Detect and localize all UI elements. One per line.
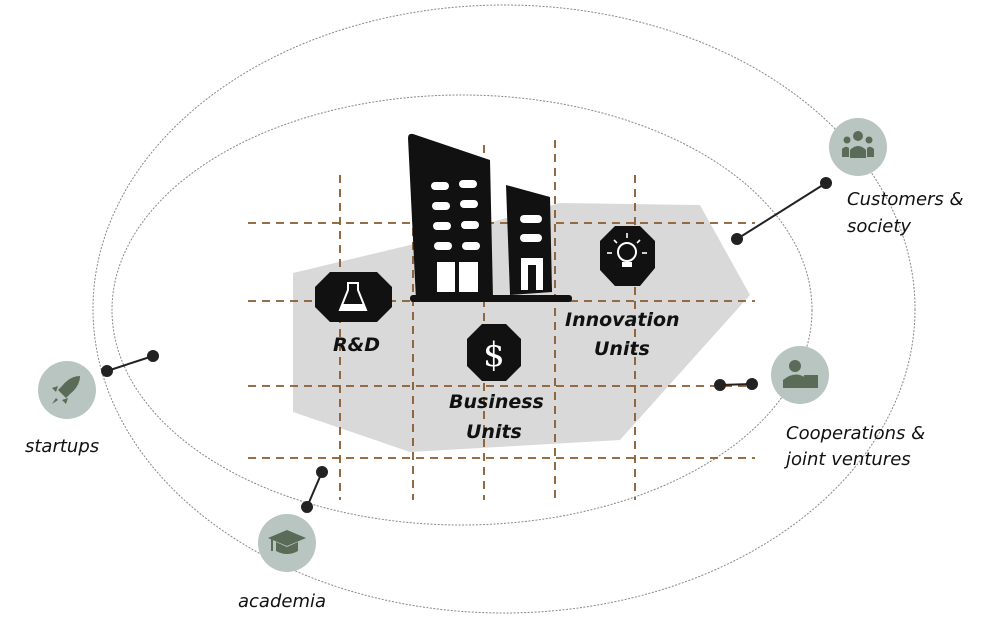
academia-label: academia	[238, 591, 326, 612]
customers-badge	[829, 118, 887, 176]
rocket-icon	[52, 376, 80, 404]
inner-ring	[111, 94, 813, 526]
person-box-icon	[783, 360, 818, 388]
people-icon	[842, 131, 874, 158]
cooperations-label-line2: joint ventures	[783, 449, 911, 470]
business-label-line1: Business	[449, 391, 544, 413]
startups-label: startups	[25, 436, 99, 457]
innovation-label-line2: Units	[594, 338, 650, 360]
innovation-label-line1: Innovation	[565, 309, 680, 331]
academia-badge	[258, 514, 316, 572]
cooperations-badge	[771, 346, 829, 404]
lightbulb-icon	[600, 226, 655, 286]
dollar-icon: $	[467, 324, 521, 381]
outer-ring	[92, 4, 916, 614]
building-icon	[408, 133, 572, 302]
connectors	[101, 177, 832, 513]
customers-label-line2: society	[847, 216, 911, 237]
business-label-line2: Units	[466, 421, 522, 443]
customers-label-line1: Customers &	[847, 189, 964, 210]
graduation-cap-icon	[268, 530, 306, 554]
cooperations-label-line1: Cooperations &	[786, 423, 925, 444]
flask-icon	[315, 272, 392, 322]
startups-badge	[38, 361, 96, 419]
svg-text:$: $	[483, 335, 505, 375]
rd-label: R&D	[333, 334, 380, 356]
